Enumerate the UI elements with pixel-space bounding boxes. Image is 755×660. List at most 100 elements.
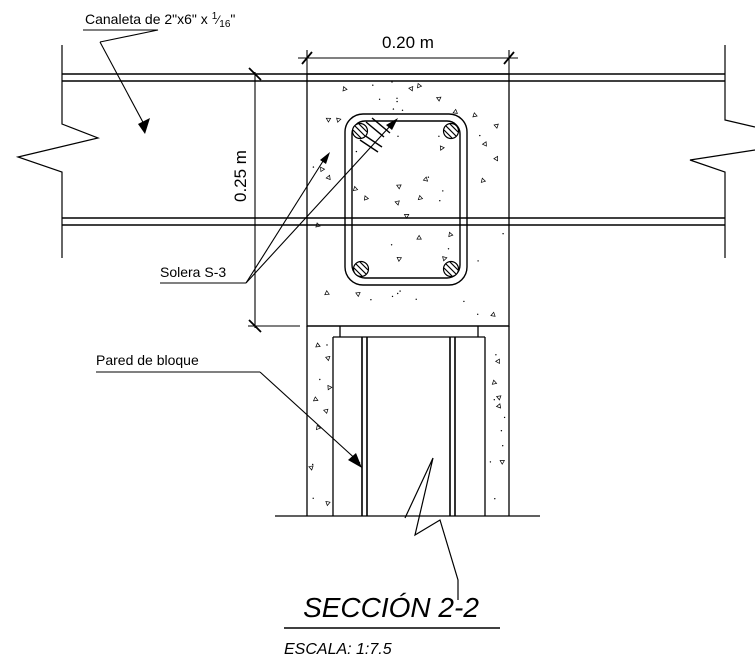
aggregate-dot: [391, 295, 394, 298]
aggregate-triangle: [394, 200, 400, 206]
aggregate-triangle: [493, 155, 498, 162]
aggregate-triangle: [403, 214, 410, 219]
rebar-top-left: [351, 122, 369, 140]
aggregate-triangle: [416, 234, 422, 240]
wall-break-symbol: [404, 457, 459, 600]
aggregate-dot: [495, 354, 497, 356]
aggregate-dot: [326, 344, 328, 346]
aggregate-dot: [312, 166, 315, 168]
aggregate-dot: [442, 190, 444, 192]
aggregate-triangle: [442, 256, 448, 262]
scale-label: ESCALA: 1:7.5: [284, 641, 392, 658]
rebar-bottom-right: [442, 260, 460, 278]
canaleta-beam: [62, 73, 725, 226]
aggregate-triangle: [480, 177, 487, 183]
label-canaleta: Canaleta de 2"x6" x 1⁄16": [85, 11, 235, 30]
rebar-bottom-left: [352, 260, 370, 278]
aggregate-triangle: [323, 408, 329, 414]
aggregate-triangle: [422, 176, 429, 182]
aggregate-dot: [396, 97, 398, 100]
aggregate-triangle: [312, 396, 319, 402]
aggregate-dot: [378, 98, 381, 101]
aggregate-dot: [390, 244, 393, 246]
aggregate-dot: [399, 290, 401, 292]
aggregate-dot: [489, 461, 492, 463]
aggregate-dot: [494, 498, 496, 500]
frac-slash: ⁄: [214, 13, 221, 27]
aggregate-triangle: [336, 117, 342, 123]
aggregate-triangle: [327, 384, 333, 391]
aggregate-triangle: [491, 379, 498, 385]
aggregate-dot: [372, 84, 374, 86]
leader-solera: [160, 118, 398, 284]
stirrup: [344, 113, 468, 286]
aggregate-triangle: [417, 82, 423, 89]
concrete-stipple: [308, 81, 506, 507]
aggregate-dot: [396, 100, 398, 103]
aggregate-triangle: [490, 311, 496, 317]
aggregate-dot: [477, 260, 479, 262]
aggregate-dot: [397, 292, 399, 295]
aggregate-dot: [502, 445, 504, 447]
section-title: SECCIÓN 2-2: [303, 592, 479, 623]
aggregate-triangle: [448, 231, 454, 238]
aggregate-triangle: [325, 117, 332, 123]
leader-canaleta: [83, 29, 159, 134]
aggregate-triangle: [315, 424, 322, 431]
aggregate-triangle: [352, 185, 359, 192]
aggregate-triangle: [417, 194, 424, 201]
aggregate-dot: [493, 399, 495, 401]
label-canaleta-main: Canaleta de 2"x6" x: [85, 11, 212, 27]
aggregate-triangle: [396, 257, 403, 263]
aggregate-dot: [427, 176, 430, 178]
rebar-top-right: [442, 122, 460, 140]
aggregate-dot: [503, 416, 506, 419]
aggregate-triangle: [325, 500, 331, 507]
dimension-width: [298, 50, 518, 74]
block-wall: [275, 326, 540, 517]
aggregate-dot: [477, 313, 479, 315]
aggregate-triangle: [396, 184, 402, 190]
aggregate-triangle: [355, 292, 361, 298]
aggregate-triangle: [452, 108, 458, 114]
aggregate-dot: [502, 233, 504, 235]
aggregate-triangle: [493, 123, 499, 129]
aggregate-dot: [439, 200, 441, 202]
aggregate-dot: [312, 497, 314, 499]
aggregate-triangle: [499, 460, 506, 465]
aggregate-triangle: [439, 145, 445, 151]
aggregate-dot: [370, 299, 372, 301]
dimension-width-label: 0.20 m: [382, 33, 434, 52]
label-canaleta-frac-num: 1: [212, 11, 218, 22]
rebars: [351, 122, 460, 278]
dimension-height: [248, 67, 307, 333]
label-pared: Pared de bloque: [96, 352, 199, 368]
aggregate-triangle: [472, 112, 478, 118]
aggregate-triangle: [324, 290, 330, 296]
label-solera: Solera S-3: [160, 264, 226, 280]
aggregate-triangle: [320, 166, 326, 173]
aggregate-triangle: [495, 395, 502, 401]
aggregate-triangle: [408, 85, 414, 92]
aggregate-dot: [479, 134, 481, 137]
aggregate-triangle: [325, 174, 331, 181]
aggregate-dot: [401, 109, 404, 112]
label-canaleta-end: ": [230, 11, 235, 27]
aggregate-triangle: [494, 358, 500, 364]
aggregate-dot: [319, 378, 321, 381]
leader-pared: [96, 371, 362, 468]
aggregate-dot: [447, 248, 450, 250]
aggregate-dot: [391, 81, 393, 83]
solera-outline: [306, 73, 510, 327]
aggregate-dot: [500, 430, 503, 432]
aggregate-dot: [392, 108, 395, 110]
aggregate-dot: [438, 135, 440, 137]
aggregate-triangle: [325, 356, 331, 362]
aggregate-dot: [415, 298, 417, 300]
aggregate-dot: [312, 463, 314, 466]
aggregate-triangle: [495, 403, 502, 409]
dimension-height-label: 0.25 m: [231, 150, 250, 202]
aggregate-dot: [463, 300, 465, 303]
break-symbol-right: [689, 45, 755, 258]
